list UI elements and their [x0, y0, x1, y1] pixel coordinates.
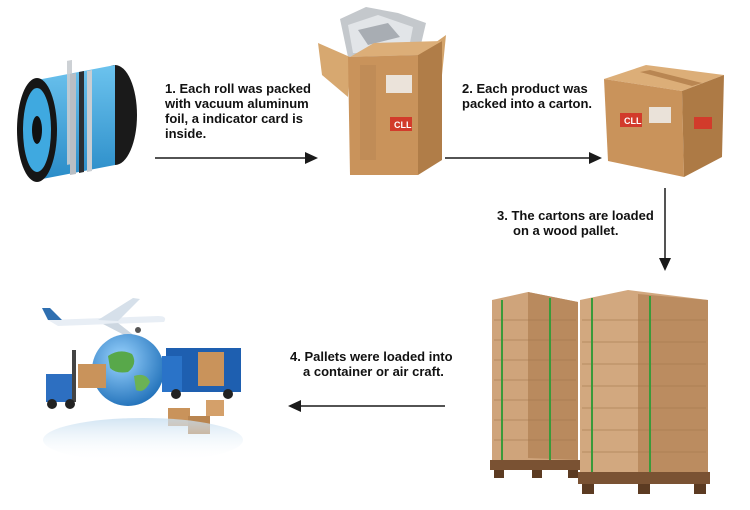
step-3-text: 3. The cartons are loaded on a wood pall… — [497, 208, 654, 238]
wrapped-pallets-image — [490, 290, 710, 494]
step-2-text: 2. Each product was packed into a carton… — [462, 81, 592, 111]
step-1-line-3: foil, a indicator card is — [165, 111, 303, 126]
step-1-line-1: 1. Each roll was packed — [165, 81, 311, 96]
step-3-line-2: on a wood pallet. — [513, 223, 619, 238]
step-2-line-2: packed into a carton. — [462, 96, 593, 111]
open-carton-image: CLL — [318, 7, 446, 175]
arrow-down-icon — [659, 188, 671, 271]
step-4-line-2: a container or air craft. — [303, 364, 444, 379]
step-2-line-1: 2. Each product was — [462, 81, 588, 96]
step-1-text: 1. Each roll was packed with vacuum alum… — [165, 81, 311, 141]
svg-text:CLL: CLL — [394, 120, 412, 130]
svg-text:CLL: CLL — [624, 116, 642, 126]
arrow-right-icon — [445, 152, 602, 164]
tape-roll-image — [17, 60, 137, 182]
step-4-line-1: 4. Pallets were loaded into — [290, 349, 453, 364]
sealed-carton-image: CLL — [604, 65, 724, 177]
step-3-line-1: 3. The cartons are loaded — [497, 208, 654, 223]
step-1-line-4: inside. — [165, 126, 207, 141]
logistics-image — [42, 298, 243, 462]
step-4-text: 4. Pallets were loaded into a container … — [290, 349, 453, 379]
arrow-right-icon — [155, 152, 318, 164]
arrow-left-icon — [288, 400, 445, 412]
step-1-line-2: with vacuum aluminum — [165, 96, 309, 111]
